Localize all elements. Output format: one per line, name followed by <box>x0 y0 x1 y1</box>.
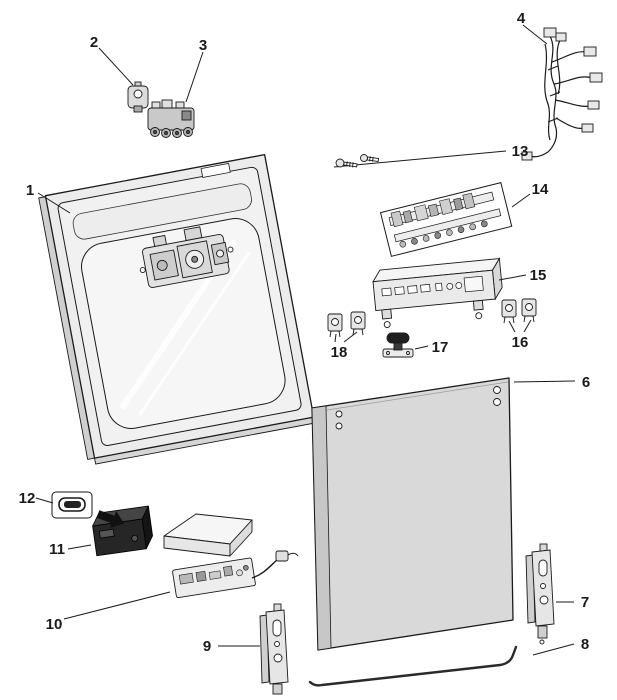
part-door-lock-block <box>147 99 195 138</box>
callout-8: 8 <box>581 636 589 653</box>
part-door-switch-small <box>127 81 149 113</box>
part-microswitches-left <box>327 311 366 338</box>
callout-12: 12 <box>19 490 36 507</box>
part-dispenser-box <box>92 505 153 557</box>
callout-18: 18 <box>331 344 348 361</box>
assembly-arrow <box>96 510 125 528</box>
callout-10: 10 <box>46 616 63 633</box>
callout-1: 1 <box>26 182 34 199</box>
callout-11: 11 <box>49 541 65 558</box>
part-control-board-strip <box>379 182 513 257</box>
part-hinge-bracket-left <box>259 603 289 695</box>
callout-14: 14 <box>532 181 549 198</box>
part-door-link-rod <box>308 645 518 687</box>
callout-3: 3 <box>199 37 207 54</box>
callout-13: 13 <box>512 143 529 160</box>
part-inner-door-panel <box>38 154 316 465</box>
part-hinge-bracket-right <box>525 543 555 645</box>
leader-lines <box>35 24 576 656</box>
callout-9: 9 <box>203 638 211 655</box>
door-latch-mechanism <box>139 226 234 288</box>
part-mounting-screws <box>333 150 507 168</box>
part-wiring-harness <box>521 27 603 161</box>
part-microswitches-right <box>501 298 537 324</box>
part-bracket-tray <box>163 513 253 557</box>
callout-6: 6 <box>582 374 590 391</box>
part-circuit-board <box>172 550 299 599</box>
part-cover-plate <box>51 491 93 519</box>
callout-7: 7 <box>581 594 589 611</box>
part-control-module <box>372 257 503 329</box>
callout-4: 4 <box>517 10 526 27</box>
part-button-actuator <box>382 332 414 358</box>
callout-17: 17 <box>432 339 449 356</box>
callout-15: 15 <box>530 267 547 284</box>
part-outer-door-panel <box>311 377 514 651</box>
callout-2: 2 <box>90 34 98 51</box>
callout-16: 16 <box>512 334 529 351</box>
callout-labels: 1 2 3 4 6 7 8 9 10 11 12 13 14 15 16 17 … <box>19 10 591 655</box>
